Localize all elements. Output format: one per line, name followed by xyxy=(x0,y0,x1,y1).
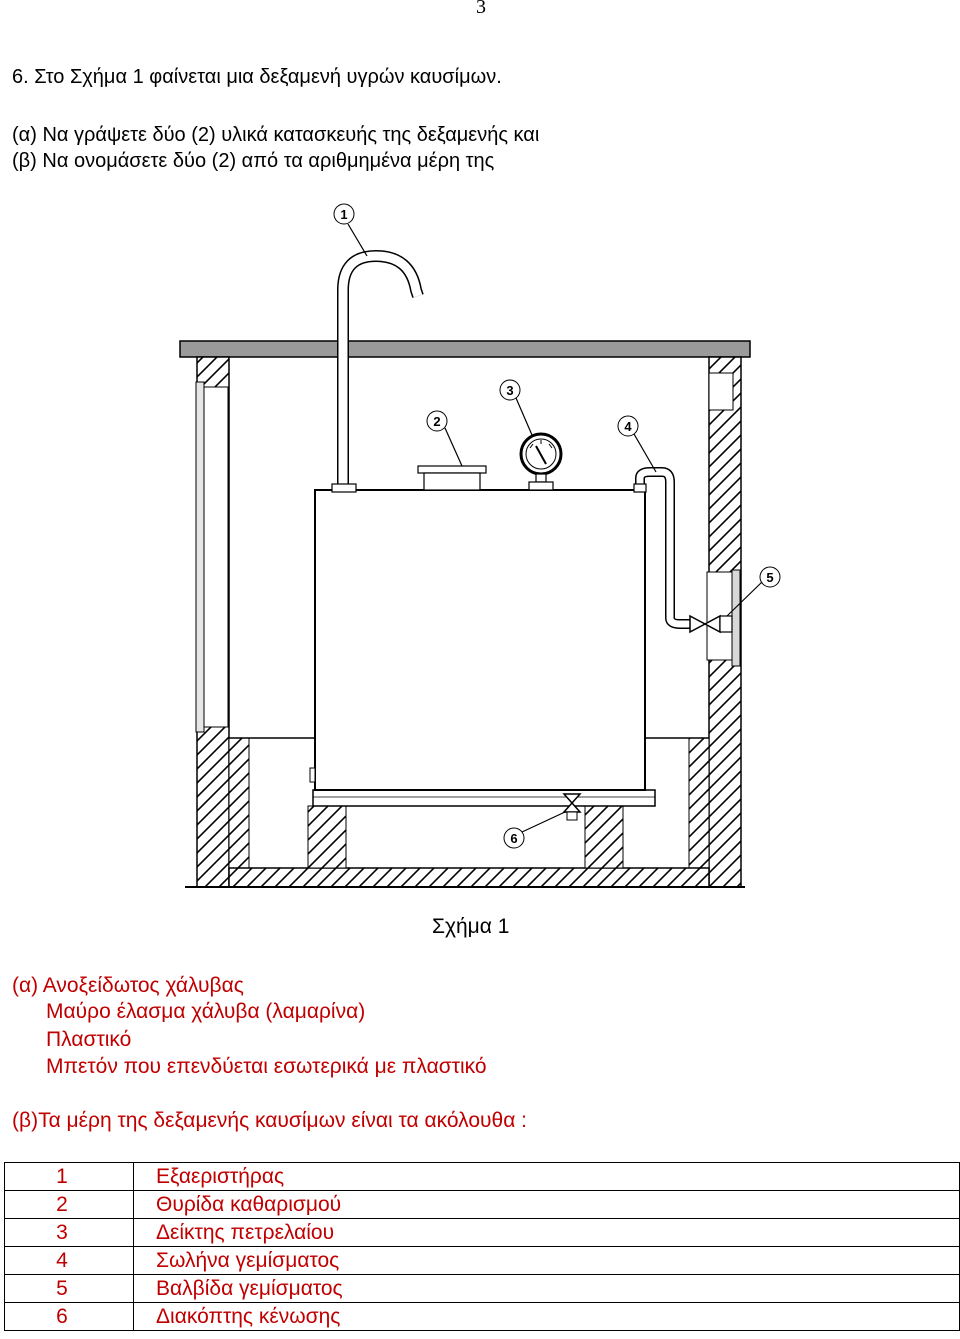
callout-5: 5 xyxy=(726,566,781,617)
part-number: 4 xyxy=(4,1246,134,1275)
tank-body xyxy=(314,489,646,791)
part-number: 6 xyxy=(4,1302,134,1331)
fill-valve xyxy=(689,614,721,634)
part-name: Σωλήνα γεμίσματος xyxy=(133,1246,960,1275)
part-name: Θυρίδα καθαρισμού xyxy=(133,1190,960,1219)
svg-text:1: 1 xyxy=(340,207,347,222)
answer-a-line-4: Μπετόν που επενδύεται εσωτερικά με πλαστ… xyxy=(46,1055,487,1078)
svg-text:3: 3 xyxy=(506,383,513,398)
callout-1: 1 xyxy=(333,203,368,257)
manhole-cover xyxy=(417,465,487,474)
callout-4: 4 xyxy=(617,415,657,473)
roof-slab xyxy=(179,340,751,358)
answer-a-line-2: Μαύρο έλασμα χάλυβα (λαμαρίνα) xyxy=(46,1000,366,1023)
part-number: 3 xyxy=(4,1218,134,1247)
vent-pipe xyxy=(337,249,424,484)
answer-b-intro: (β)Τα μέρη της δεξαμενής καυσίμων είναι … xyxy=(12,1109,528,1132)
figure-caption: Σχήμα 1 xyxy=(432,915,510,938)
part-number: 2 xyxy=(4,1190,134,1219)
floor-slab xyxy=(228,867,710,888)
fill-pipe xyxy=(635,467,690,629)
callout-3: 3 xyxy=(499,379,533,436)
svg-text:5: 5 xyxy=(766,570,773,585)
part-name: Δείκτης πετρελαίου xyxy=(133,1218,960,1247)
svg-text:6: 6 xyxy=(510,831,517,846)
answer-a-line-3: Πλαστικό xyxy=(46,1028,132,1051)
question-part-a: (α) Να γράψετε δύο (2) υλικά κατασκευής … xyxy=(12,124,540,146)
part-name: Εξαεριστήρας xyxy=(133,1162,960,1191)
page-number: 3 xyxy=(476,0,486,18)
part-name: Διακόπτης κένωσης xyxy=(133,1302,960,1331)
tank-diagram: 1 2 3 4 5 6 xyxy=(179,203,781,888)
callout-2: 2 xyxy=(426,410,463,467)
part-name: Βαλβίδα γεμίσματος xyxy=(133,1274,960,1303)
svg-text:2: 2 xyxy=(433,414,440,429)
question-part-b: (β) Να ονομάσετε δύο (2) από τα αριθμημέ… xyxy=(12,150,495,172)
question-title: 6. Στο Σχήμα 1 φαίνεται μια δεξαμενή υγρ… xyxy=(12,66,502,88)
part-number: 5 xyxy=(4,1274,134,1303)
svg-text:4: 4 xyxy=(624,419,632,434)
callout-6: 6 xyxy=(503,811,566,849)
part-number: 1 xyxy=(4,1162,134,1191)
answer-a-line-1: (α) Ανοξείδωτος χάλυβας xyxy=(12,974,244,997)
